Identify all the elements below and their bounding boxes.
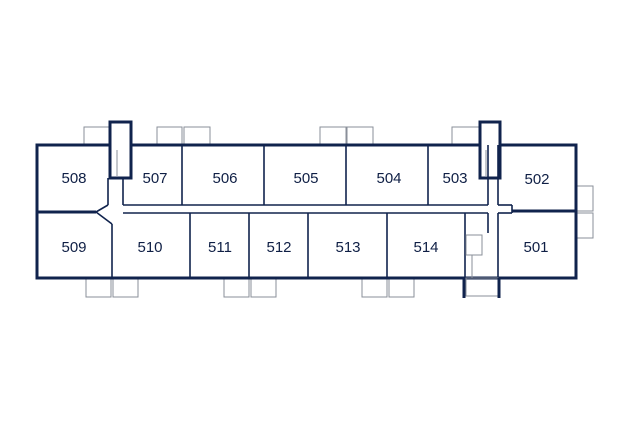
- unit-513-label: 513: [335, 239, 360, 256]
- unit-505-label: 505: [293, 170, 318, 187]
- unit-507-label: 507: [142, 170, 167, 187]
- south-unit-walls: [189, 213, 466, 278]
- north-unit-walls: [181, 145, 429, 205]
- unit-labels-north: 508 507 506 505 504 503 502: [61, 170, 549, 188]
- stair-tower-west: [108, 120, 133, 180]
- unit-512-label: 512: [266, 239, 291, 256]
- unit-510-label: 510: [137, 239, 162, 256]
- unit-labels-south: 509 510 511 512 513 514 501: [61, 239, 548, 256]
- unit-509-label: 509: [61, 239, 86, 256]
- unit-511-label: 511: [208, 239, 232, 256]
- unit-508-label: 508: [61, 170, 86, 187]
- unit-514-label: 514: [413, 239, 438, 256]
- unit-504-label: 504: [376, 170, 401, 187]
- stair-south-east: [462, 234, 501, 298]
- balconies-south: [85, 278, 415, 298]
- unit-501-label: 501: [523, 239, 548, 256]
- corridor: [37, 145, 513, 278]
- unit-506-label: 506: [212, 170, 237, 187]
- unit-503-label: 503: [442, 170, 467, 187]
- stair-tower-east: [478, 120, 502, 180]
- unit-502-label: 502: [524, 171, 549, 188]
- balconies-north: [83, 126, 480, 146]
- balconies-east: [575, 185, 594, 239]
